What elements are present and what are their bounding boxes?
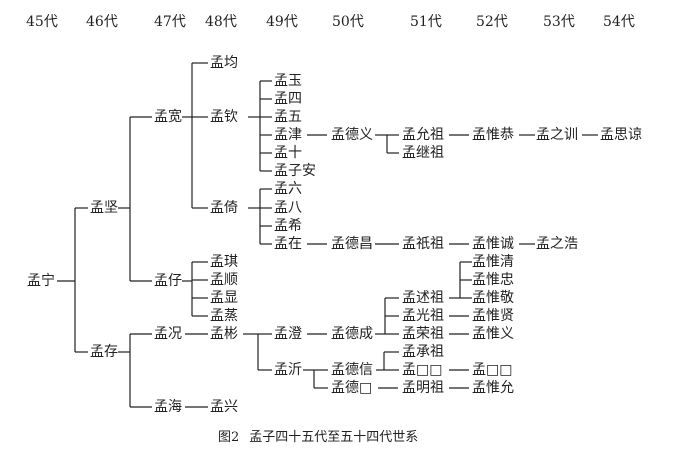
person-node: 孟坚 (90, 200, 118, 216)
generation-label: 49代 (266, 14, 298, 30)
person-node: 孟兴 (210, 399, 238, 415)
figure-number: 图2 (218, 430, 240, 445)
person-node: 孟惟义 (472, 326, 514, 342)
person-node: 孟子安 (274, 163, 316, 179)
person-node: 孟思谅 (600, 127, 642, 143)
generation-label: 45代 (26, 14, 58, 30)
person-node: 孟惟贤 (472, 308, 514, 324)
generation-label: 52代 (476, 14, 508, 30)
generation-label: 46代 (86, 14, 118, 30)
person-node: 孟彬 (210, 326, 238, 342)
person-node: 孟德□ (331, 380, 373, 396)
person-node: 孟均 (210, 55, 238, 71)
person-node: 孟宽 (154, 109, 182, 125)
person-node: 孟德信 (331, 362, 373, 378)
person-node: 孟惟清 (472, 254, 514, 270)
generation-label: 48代 (205, 14, 237, 30)
person-node: 孟宁 (27, 273, 55, 289)
person-node: 孟明祖 (402, 380, 444, 396)
person-node: 孟玉 (274, 73, 302, 89)
person-node: 孟津 (274, 127, 302, 143)
generation-label: 53代 (543, 14, 575, 30)
person-node: 孟德义 (331, 127, 373, 143)
person-node: 孟希 (274, 218, 302, 234)
person-node: 孟显 (210, 290, 238, 306)
person-node: 孟五 (274, 109, 302, 125)
person-node: 孟□□ (472, 362, 513, 378)
person-node: 孟钦 (210, 109, 238, 125)
generation-label: 50代 (332, 14, 364, 30)
person-node: 孟□□ (402, 362, 443, 378)
person-node: 孟之训 (536, 127, 578, 143)
person-node: 孟仔 (154, 273, 182, 289)
person-node: 孟蒸 (210, 308, 238, 324)
figure-caption: 图2 孟子四十五代至五十四代世系 (218, 430, 428, 446)
person-node: 孟惟恭 (472, 127, 514, 143)
person-node: 孟四 (274, 91, 302, 107)
person-node: 孟允祖 (402, 127, 444, 143)
person-node: 孟倚 (210, 200, 238, 216)
person-node: 孟荣祖 (402, 326, 444, 342)
person-node: 孟十 (274, 145, 302, 161)
person-node: 孟惟敬 (472, 290, 514, 306)
person-node: 孟况 (154, 326, 182, 342)
person-node: 孟六 (274, 181, 302, 197)
person-node: 孟顺 (210, 272, 238, 288)
person-node: 孟惟允 (472, 380, 514, 396)
person-node: 孟惟诚 (472, 236, 514, 252)
person-node: 孟德成 (331, 326, 373, 342)
person-node: 孟祇祖 (402, 236, 444, 252)
person-node: 孟存 (90, 344, 118, 360)
person-node: 孟承祖 (402, 344, 444, 360)
person-node: 孟之浩 (536, 236, 578, 252)
person-node: 孟琪 (210, 254, 238, 270)
generation-label: 51代 (410, 14, 442, 30)
figure-title: 孟子四十五代至五十四代世系 (249, 430, 419, 445)
person-node: 孟澄 (274, 326, 302, 342)
person-node: 孟光祖 (402, 308, 444, 324)
person-node: 孟惟忠 (472, 272, 514, 288)
person-node: 孟沂 (274, 362, 302, 378)
generation-label: 54代 (603, 14, 635, 30)
generation-label: 47代 (154, 14, 186, 30)
person-node: 孟在 (274, 236, 302, 252)
person-node: 孟述祖 (402, 290, 444, 306)
person-node: 孟德昌 (331, 236, 373, 252)
person-node: 孟八 (274, 200, 302, 216)
person-node: 孟海 (154, 399, 182, 415)
person-node: 孟继祖 (402, 145, 444, 161)
